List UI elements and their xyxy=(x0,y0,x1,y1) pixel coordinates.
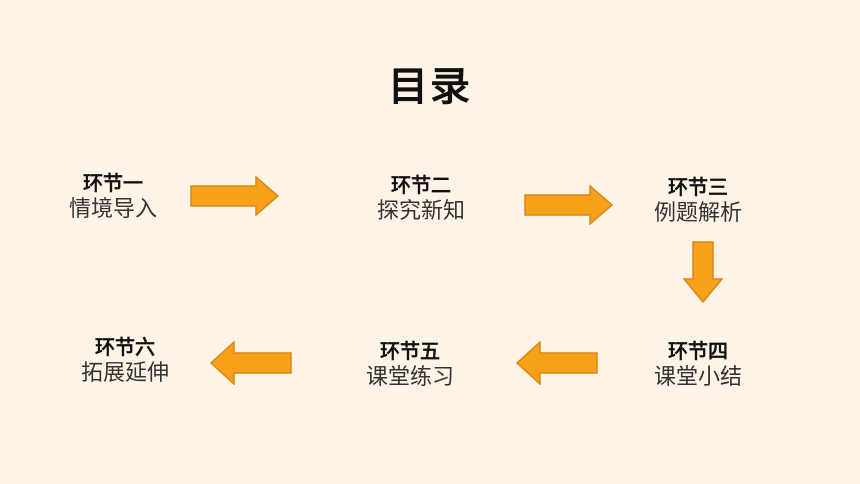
step-2-heading: 环节二 xyxy=(391,173,451,197)
step-6: 环节六 拓展延伸 xyxy=(60,334,190,388)
step-1-heading: 环节一 xyxy=(83,171,143,195)
step-5: 环节五 课堂练习 xyxy=(345,338,475,392)
step-3-heading: 环节三 xyxy=(668,175,728,199)
arrow-right-icon xyxy=(524,185,614,225)
step-4-heading: 环节四 xyxy=(668,339,728,363)
arrow-left-icon xyxy=(210,341,292,385)
step-1: 环节一 情境导入 xyxy=(48,170,178,224)
step-6-heading: 环节六 xyxy=(95,335,155,359)
arrow-right-icon xyxy=(190,176,280,216)
step-3-subtitle: 例题解析 xyxy=(653,201,742,226)
step-1-subtitle: 情境导入 xyxy=(68,197,157,222)
step-4-subtitle: 课堂小结 xyxy=(653,365,742,390)
step-3: 环节三 例题解析 xyxy=(633,174,763,228)
step-2: 环节二 探究新知 xyxy=(356,172,486,226)
arrow-down-icon xyxy=(683,241,723,303)
step-4: 环节四 课堂小结 xyxy=(633,338,763,392)
arrow-left-icon xyxy=(516,341,598,385)
step-5-heading: 环节五 xyxy=(380,339,440,363)
step-6-subtitle: 拓展延伸 xyxy=(80,361,169,386)
slide-title: 目录 xyxy=(388,64,472,110)
step-2-subtitle: 探究新知 xyxy=(376,199,465,224)
step-5-subtitle: 课堂练习 xyxy=(365,365,454,390)
